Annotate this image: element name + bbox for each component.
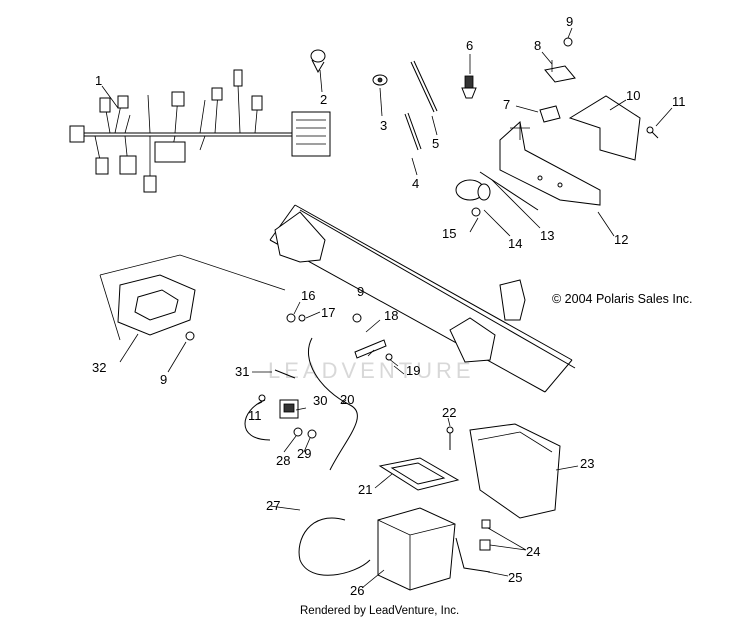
part-29-screw — [307, 429, 317, 439]
part-16-nut — [286, 313, 296, 323]
callout-17: 17 — [321, 305, 335, 320]
callout-16: 16 — [301, 288, 315, 303]
callout-12: 12 — [614, 232, 628, 247]
frame — [269, 204, 576, 393]
part-24-bushings — [479, 519, 491, 551]
callout-22: 22 — [442, 405, 456, 420]
callout-27: 27 — [266, 498, 280, 513]
callout-1: 1 — [95, 73, 102, 88]
callout-5: 5 — [432, 136, 439, 151]
part-5-rod — [410, 60, 438, 113]
callout-2: 2 — [320, 92, 327, 107]
callout-3: 3 — [380, 118, 387, 133]
part-32-battery-cover — [117, 274, 196, 336]
callout-9-left: 9 — [160, 372, 167, 387]
callout-28: 28 — [276, 453, 290, 468]
callout-4: 4 — [412, 176, 419, 191]
callout-6: 6 — [466, 38, 473, 53]
part-22-bolt — [446, 426, 454, 450]
part-30-fuse-block — [279, 399, 299, 419]
part-2-switch — [310, 49, 326, 74]
callout-21: 21 — [358, 482, 372, 497]
wiring-harness — [69, 69, 331, 193]
part-21-hold-down — [378, 457, 460, 491]
callout-8: 8 — [534, 38, 541, 53]
part-9-screw-left — [185, 331, 195, 341]
callout-11-lower: 11 — [248, 408, 262, 423]
part-26-battery — [377, 507, 456, 591]
callout-13: 13 — [540, 228, 554, 243]
part-12-bracket — [499, 121, 601, 206]
part-11-screw-lower — [258, 394, 266, 402]
part-19-bolt — [385, 353, 399, 367]
part-4-rod — [404, 112, 422, 151]
callout-7: 7 — [503, 97, 510, 112]
part-17-washer — [298, 314, 306, 322]
part-7-relay — [539, 105, 561, 123]
callout-26: 26 — [350, 583, 364, 598]
part-14-solenoid — [455, 179, 491, 201]
part-28-nut — [293, 427, 303, 437]
part-9-screw-mid — [352, 313, 362, 323]
part-15-nut — [471, 207, 481, 217]
shelf-outline — [99, 254, 286, 341]
part-10-cover — [568, 95, 641, 161]
callout-24: 24 — [526, 544, 540, 559]
callout-9-top: 9 — [566, 14, 573, 29]
callout-labels: 1 2 3 4 5 6 7 8 9 10 11 12 13 14 15 16 1… — [92, 14, 686, 598]
part-3-grommet — [372, 74, 388, 86]
part-25-rod — [455, 537, 491, 573]
callout-25: 25 — [508, 570, 522, 585]
part-20-cable — [307, 337, 358, 471]
callout-18: 18 — [384, 308, 398, 323]
callout-15: 15 — [442, 226, 456, 241]
part-9-screw-top — [563, 37, 573, 47]
callout-31: 31 — [235, 364, 249, 379]
leader-lines — [101, 27, 673, 589]
callout-32: 32 — [92, 360, 106, 375]
callout-20: 20 — [340, 392, 354, 407]
callout-30: 30 — [313, 393, 327, 408]
footer-credit: Rendered by LeadVenture, Inc. — [300, 605, 459, 617]
part-13-bolt — [479, 171, 539, 211]
callout-29: 29 — [297, 446, 311, 461]
callout-10: 10 — [626, 88, 640, 103]
part-11-screw-right — [646, 126, 659, 139]
callout-14: 14 — [508, 236, 522, 251]
watermark-text: LEADVENTURE — [268, 358, 475, 383]
part-6-bolt — [461, 75, 477, 99]
callout-11-right: 11 — [672, 94, 686, 109]
part-27-cable — [298, 517, 371, 576]
part-8-clip — [544, 60, 576, 83]
copyright-notice: © 2004 Polaris Sales Inc. — [552, 292, 693, 306]
callout-23: 23 — [580, 456, 594, 471]
part-23-battery-box — [469, 423, 561, 519]
callout-9-mid: 9 — [357, 284, 364, 299]
part-18-fuse-strip — [354, 339, 387, 359]
callout-19: 19 — [406, 363, 420, 378]
